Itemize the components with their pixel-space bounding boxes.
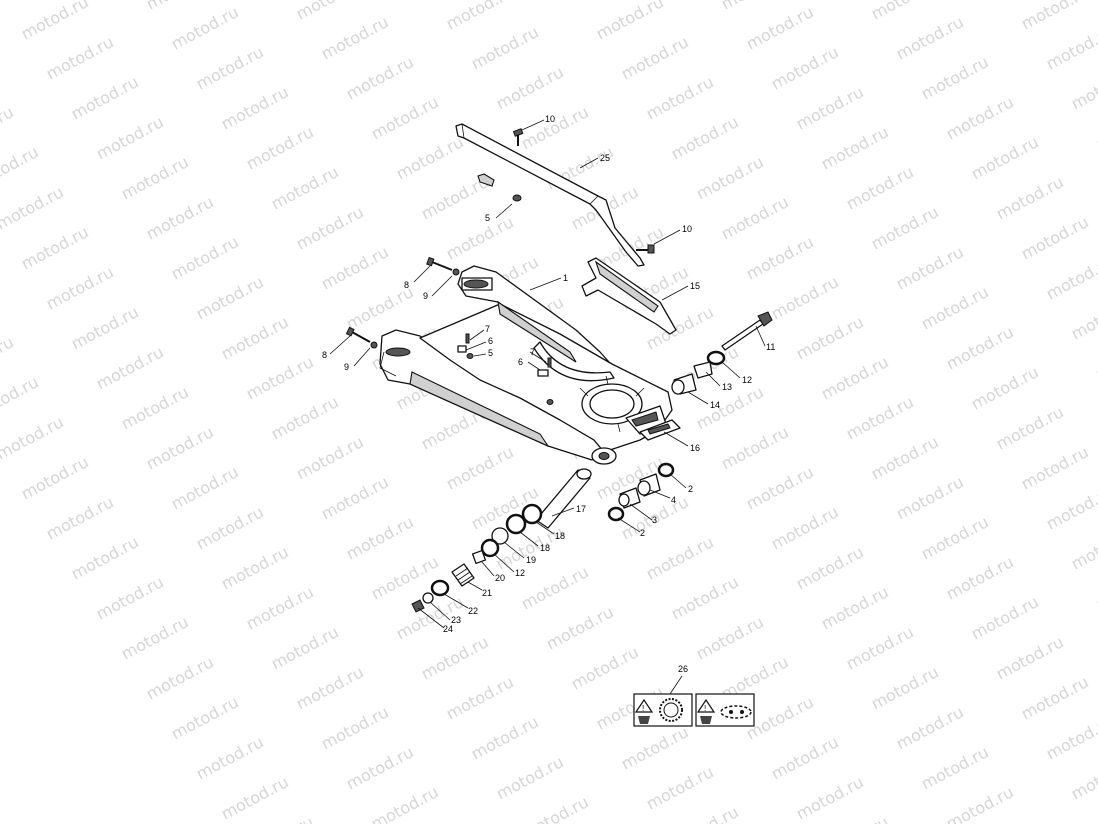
callout-1: 1: [563, 273, 568, 283]
warning-lubricate-icon: !: [634, 698, 683, 724]
callout-25: 25: [600, 153, 610, 163]
callout-22: 22: [468, 606, 478, 616]
callout-12-top: 12: [742, 375, 752, 385]
callout-12-bottom: 12: [515, 568, 525, 578]
nut-part-5-upper: [512, 194, 522, 202]
callout-18-b: 18: [540, 543, 550, 553]
washer-part-12-top: [706, 350, 726, 366]
callout-3: 3: [652, 515, 657, 525]
svg-text:!: !: [704, 704, 706, 713]
info-box-part-26: ! !: [633, 693, 755, 727]
callout-26: 26: [678, 664, 688, 674]
chain-guard-part-25: [455, 123, 645, 267]
bolt-part-10-lower: [636, 244, 655, 254]
callout-9-lower: 9: [344, 362, 349, 372]
callout-9-upper: 9: [423, 291, 428, 301]
callout-10-top: 10: [545, 114, 555, 124]
bolt-part-8-lower: [345, 326, 378, 349]
warning-chain-icon: !: [696, 698, 752, 724]
callout-17: 17: [576, 504, 586, 514]
callout-7-right: 7: [530, 347, 535, 357]
callout-7-left: 7: [485, 324, 490, 334]
chain-slider-part-15: [581, 257, 677, 335]
collar-part-14: [671, 373, 697, 395]
callout-5-left: 5: [488, 348, 493, 358]
callout-13: 13: [722, 382, 732, 392]
callout-4: 4: [671, 495, 676, 505]
washer-part-2-right-top: [657, 462, 675, 478]
sleeve-part-3: [618, 487, 641, 509]
svg-text:!: !: [642, 704, 644, 713]
bearing-parts-18-24: [411, 503, 543, 613]
callout-5-top: 5: [485, 213, 490, 223]
callout-24: 24: [443, 624, 453, 634]
callout-14: 14: [710, 400, 720, 410]
hardware-parts-5-6-7: [457, 333, 554, 405]
callout-18-a: 18: [555, 531, 565, 541]
callout-2-top: 2: [688, 484, 693, 494]
swingarm-part-1: [379, 265, 673, 465]
callout-8-upper: 8: [404, 280, 409, 290]
callout-11: 11: [766, 342, 775, 352]
pivot-bolt-part-11: [721, 311, 773, 351]
bearing-part-4: [637, 473, 661, 497]
callout-16: 16: [690, 443, 700, 453]
pivot-shaft-part-17: [535, 468, 592, 529]
callout-6-right: 6: [518, 357, 523, 367]
bolt-part-8-upper: [426, 256, 460, 276]
callout-20: 20: [495, 573, 505, 583]
callout-6-left: 6: [488, 336, 493, 346]
callout-15: 15: [690, 281, 700, 291]
adjuster-plate-part-16: [639, 419, 681, 441]
callout-8-lower: 8: [322, 350, 327, 360]
bolt-part-10-upper: [512, 128, 524, 146]
callout-10-right: 10: [682, 224, 692, 234]
callout-2-bottom: 2: [640, 528, 645, 538]
callout-23: 23: [451, 615, 461, 625]
callout-labels: 10 25 5 10 1 15 8 9 7 6 5 8 9 7 6 11 12 …: [322, 114, 775, 674]
washer-part-2-right-bottom: [607, 506, 625, 522]
callout-19: 19: [526, 555, 536, 565]
callout-21: 21: [482, 588, 492, 598]
leader-lines: [329, 119, 766, 695]
